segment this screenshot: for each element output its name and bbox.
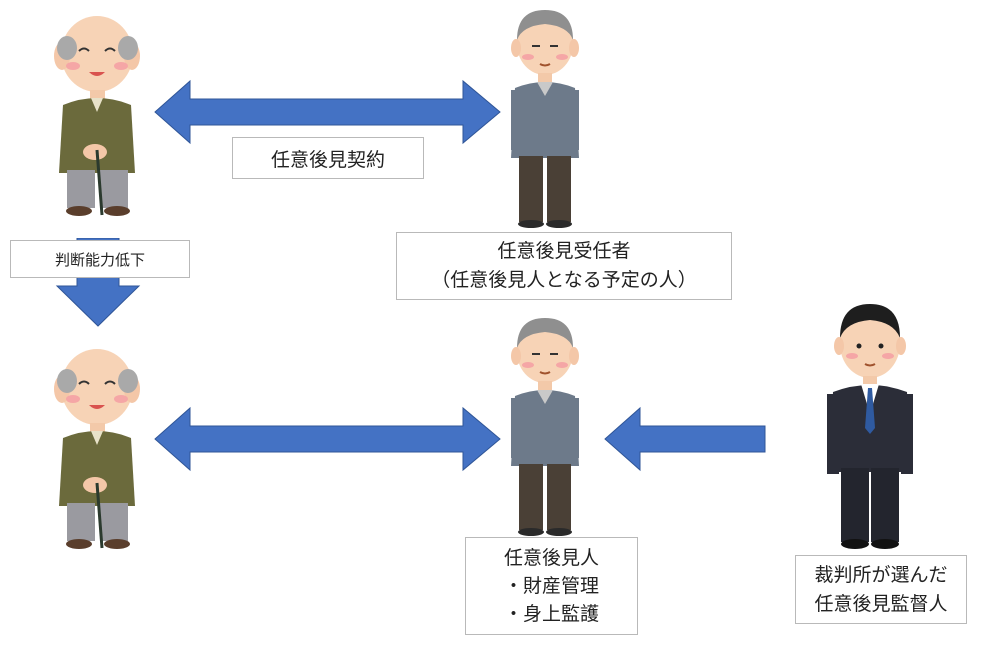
decline-text: 判断能力低下 xyxy=(54,250,145,269)
supervision-left-arrow xyxy=(604,406,766,472)
guardian-title: 任意後見人 xyxy=(503,547,599,569)
receiver-subtitle: （任意後見人となる予定の人） xyxy=(431,269,697,291)
contract-double-arrow xyxy=(154,79,501,145)
guardian-label: 任意後見人 ・財産管理 ・身上監護 xyxy=(465,537,638,635)
older-man-sweater-icon xyxy=(511,318,579,536)
contract-label: 任意後見契約 xyxy=(232,137,424,179)
guardian-double-arrow xyxy=(154,406,501,472)
older-man-sweater-icon xyxy=(511,10,579,228)
elderly-man-with-cane-icon xyxy=(54,349,140,549)
elderly-man-with-cane-icon xyxy=(54,16,140,216)
receiver-label: 任意後見受任者 （任意後見人となる予定の人） xyxy=(396,232,732,300)
supervisor-label: 裁判所が選んだ 任意後見監督人 xyxy=(795,555,967,624)
supervisor-line1: 裁判所が選んだ xyxy=(814,563,948,586)
guardian-duty-property: ・財産管理 xyxy=(503,575,599,597)
man-in-suit-icon xyxy=(827,304,913,549)
guardian-duty-care: ・身上監護 xyxy=(503,603,599,625)
contract-text: 任意後見契約 xyxy=(270,148,385,171)
receiver-title: 任意後見受任者 xyxy=(497,240,631,262)
supervisor-line2: 任意後見監督人 xyxy=(814,592,948,615)
decline-label: 判断能力低下 xyxy=(10,240,190,278)
